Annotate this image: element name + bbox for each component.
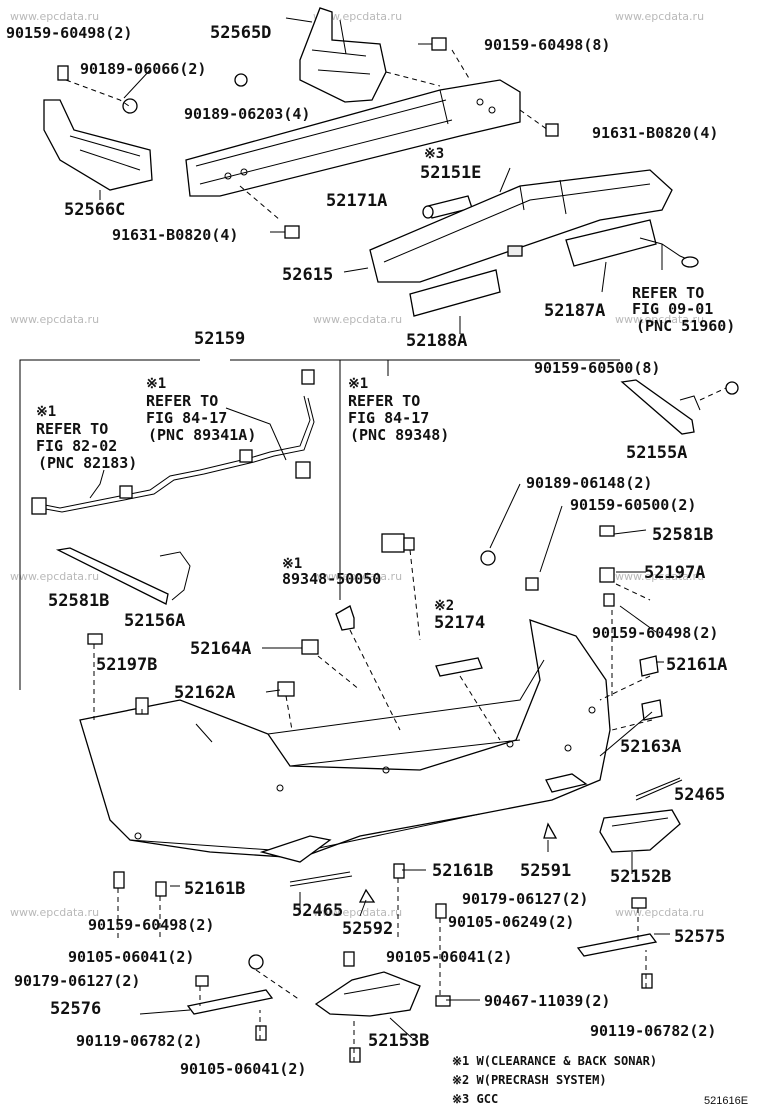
part-label-52575: 52575 bbox=[674, 927, 725, 947]
watermark: www.epcdata.ru bbox=[313, 313, 402, 326]
part-label-91631-B0820-left: 91631-B0820(4) bbox=[112, 226, 238, 244]
part-label-52565D: 52565D bbox=[210, 23, 271, 43]
part-label-90159-60500-2: 90159-60500(2) bbox=[570, 496, 696, 514]
part-label-52162A: 52162A bbox=[174, 683, 235, 703]
reference-label: FIG 82-02 bbox=[36, 437, 117, 455]
leader-lines bbox=[19, 17, 670, 1039]
watermark: www.epcdata.ru bbox=[615, 570, 704, 583]
part-label-90119-06782-right: 90119-06782(2) bbox=[590, 1022, 716, 1040]
watermark: www.epcdata.ru bbox=[615, 10, 704, 23]
reference-label: REFER TO bbox=[632, 284, 704, 302]
part-label-52159: 52159 bbox=[194, 329, 245, 349]
part-label-90179-06127-right: 90179-06127(2) bbox=[462, 890, 588, 908]
part-label-91631-B0820-right: 91631-B0820(4) bbox=[592, 124, 718, 142]
part-label-52566C: 52566C bbox=[64, 200, 125, 220]
reference-label: FIG 84-17 bbox=[146, 409, 227, 427]
harness-drawing bbox=[31, 369, 739, 605]
part-label-52151E: 52151E bbox=[420, 163, 481, 183]
part-label-52156A: 52156A bbox=[124, 611, 185, 631]
part-label-90105-06041-left: 90105-06041(2) bbox=[68, 948, 194, 966]
part-label-52187A: 52187A bbox=[544, 301, 605, 321]
part-label-52591: 52591 bbox=[520, 861, 571, 881]
part-label-52174: 52174 bbox=[434, 613, 485, 633]
part-label-52197B: 52197B bbox=[96, 655, 157, 675]
part-label-90179-06127-left: 90179-06127(2) bbox=[14, 972, 140, 990]
watermark: www.epcdata.ru bbox=[313, 570, 402, 583]
reference-label: FIG 09-01 bbox=[632, 300, 713, 318]
part-label-90159-60498-8: 90159-60498(8) bbox=[484, 36, 610, 54]
part-label-52576: 52576 bbox=[50, 999, 101, 1019]
part-label-52188A: 52188A bbox=[406, 331, 467, 351]
notes-block: ※1 W(CLEARANCE & BACK SONAR) ※2 W(PRECRA… bbox=[452, 1054, 657, 1106]
part-label-52465-bottom: 52465 bbox=[292, 901, 343, 921]
part-label-52581B-right: 52581B bbox=[652, 525, 713, 545]
part-label-52163A: 52163A bbox=[620, 737, 681, 757]
figure-id: 521616E bbox=[704, 1095, 748, 1107]
reference-label: REFER TO bbox=[146, 392, 218, 410]
note-line: ※2 W(PRECRASH SYSTEM) bbox=[452, 1073, 607, 1087]
lower-parts-drawing bbox=[113, 777, 683, 1063]
reference-label: REFER TO bbox=[36, 420, 108, 438]
part-label-52465-right: 52465 bbox=[674, 785, 725, 805]
part-label-52581B-left: 52581B bbox=[48, 591, 109, 611]
part-labels: 90159-60498(2) 52565D 90159-60498(8) 901… bbox=[6, 23, 735, 1078]
gcc-marker: ※3 bbox=[424, 146, 444, 162]
part-label-90467-11039: 90467-11039(2) bbox=[484, 992, 610, 1010]
sonar-marker: ※1 bbox=[146, 376, 166, 392]
watermark: www.epcdata.ru bbox=[10, 906, 99, 919]
part-label-90189-06203: 90189-06203(4) bbox=[184, 105, 310, 123]
part-label-52171A: 52171A bbox=[326, 191, 387, 211]
bumper-cover-drawing bbox=[79, 525, 663, 863]
part-label-89348-50050: 89348-50050 bbox=[282, 570, 381, 588]
watermark-layer: www.epcdata.ru www.epcdata.ru www.epcdat… bbox=[10, 10, 704, 919]
watermark: www.epcdata.ru bbox=[615, 906, 704, 919]
note-line: ※1 W(CLEARANCE & BACK SONAR) bbox=[452, 1054, 657, 1068]
part-label-90105-06041-mid: 90105-06041(2) bbox=[386, 948, 512, 966]
reference-label: REFER TO bbox=[348, 392, 420, 410]
part-label-90105-06041-bottom: 90105-06041(2) bbox=[180, 1060, 306, 1078]
watermark: www.epcdata.ru bbox=[10, 313, 99, 326]
part-label-90105-06249: 90105-06249(2) bbox=[448, 913, 574, 931]
part-label-52161A: 52161A bbox=[666, 655, 727, 675]
part-label-90189-06148: 90189-06148(2) bbox=[526, 474, 652, 492]
part-label-52161B-center: 52161B bbox=[432, 861, 493, 881]
reference-label: (PNC 89348) bbox=[350, 426, 449, 444]
watermark: www.epcdata.ru bbox=[313, 906, 402, 919]
part-label-52197A: 52197A bbox=[644, 563, 705, 583]
reinforcement-drawing bbox=[43, 7, 699, 317]
part-label-52152B: 52152B bbox=[610, 867, 671, 887]
precrash-marker: ※2 bbox=[434, 598, 454, 614]
watermark: www.epcdata.ru bbox=[10, 10, 99, 23]
part-label-52615: 52615 bbox=[282, 265, 333, 285]
part-label-90159-60498-right: 90159-60498(2) bbox=[592, 624, 718, 642]
part-label-52592: 52592 bbox=[342, 919, 393, 939]
part-label-52153B: 52153B bbox=[368, 1031, 429, 1051]
part-label-90159-60500-8: 90159-60500(8) bbox=[534, 359, 660, 377]
watermark: www.epcdata.ru bbox=[615, 313, 704, 326]
reference-label: (PNC 82183) bbox=[38, 454, 137, 472]
part-label-52164A: 52164A bbox=[190, 639, 251, 659]
part-label-90119-06782-left: 90119-06782(2) bbox=[76, 1032, 202, 1050]
part-label-52161B-left: 52161B bbox=[184, 879, 245, 899]
watermark: www.epcdata.ru bbox=[10, 570, 99, 583]
watermark: www.epcdata.ru bbox=[313, 10, 402, 23]
note-line: ※3 GCC bbox=[452, 1092, 498, 1106]
reference-label: (PNC 89341A) bbox=[148, 426, 256, 444]
sonar-marker: ※1 bbox=[282, 556, 302, 572]
part-label-90159-60498-top: 90159-60498(2) bbox=[6, 24, 132, 42]
part-label-52155A: 52155A bbox=[626, 443, 687, 463]
sonar-marker: ※1 bbox=[36, 404, 56, 420]
reference-label: (PNC 51960) bbox=[636, 317, 735, 335]
reference-label: FIG 84-17 bbox=[348, 409, 429, 427]
part-label-90189-06066: 90189-06066(2) bbox=[80, 60, 206, 78]
sonar-marker: ※1 bbox=[348, 376, 368, 392]
part-label-90159-60498-bottom: 90159-60498(2) bbox=[88, 916, 214, 934]
